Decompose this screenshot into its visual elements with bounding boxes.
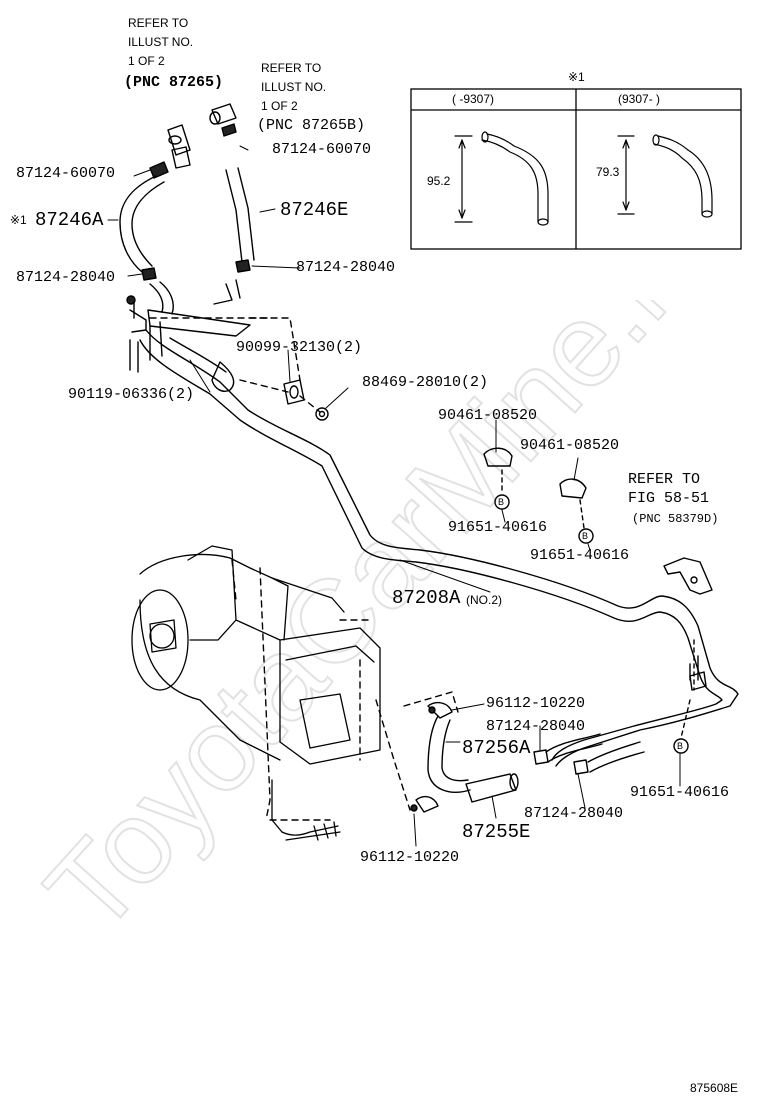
label-91651-40616-b: 91651-40616 [530,547,630,564]
bolt-mark-b-1: B [498,497,505,507]
hose-87246e [225,167,255,263]
label-90099-32130: 90099-32130(2) [236,339,363,356]
label-87255e: 87255E [462,821,531,843]
label-87246e: 87246E [280,199,349,221]
connector-87265b [209,103,237,137]
label-91651-40616-c: 91651-40616 [630,784,730,801]
label-91651-40616-a: 91651-40616 [448,519,548,536]
label-87246a-marker: ※1 [10,213,27,227]
label-87124-28040-low: 87124-28040 [524,805,624,822]
label-87208a: 87208A [392,587,461,609]
label-90461-08520-b: 90461-08520 [520,437,620,454]
label-87124-60070-left: 87124-60070 [16,165,116,182]
label-90461-08520-a: 90461-08520 [438,407,538,424]
hose-87246a [119,175,165,273]
hose-87255e [465,773,517,803]
bolt-mark-b-3: B [677,741,684,751]
inset-drawings [454,131,713,226]
figure-code: 875608E [690,1081,739,1095]
label-87208a-suffix: (NO.2) [466,593,502,607]
clamp-87124-60070-left [149,161,169,179]
inset-col2-header: (9307- ) [618,92,661,106]
label-96112-10220-top: 96112-10220 [486,695,586,712]
label-87246a: 87246A [35,209,104,231]
bolt-mark-b-2: B [582,531,589,541]
inset-col1-header: ( -9307) [452,92,495,106]
label-88469-28010: 88469-28010(2) [362,374,489,391]
inset-col2-dim: 79.3 [596,165,620,179]
pipe-87208a [145,329,739,767]
label-87124-28040-right: 87124-28040 [296,259,396,276]
heater-unit [131,545,381,841]
label-87124-28040-left: 87124-28040 [16,269,116,286]
label-87124-28040-mid: 87124-28040 [486,718,586,735]
hose-87256a [427,715,471,793]
label-87256a: 87256A [462,737,531,759]
label-90119-06336: 90119-06336(2) [68,386,195,403]
inset-marker: ※1 [568,70,585,84]
inset-col1-dim: 95.2 [427,174,451,188]
label-96112-10220-bottom: 96112-10220 [360,849,460,866]
label-87124-60070-right: 87124-60070 [272,141,372,158]
connector-87265 [167,124,191,169]
